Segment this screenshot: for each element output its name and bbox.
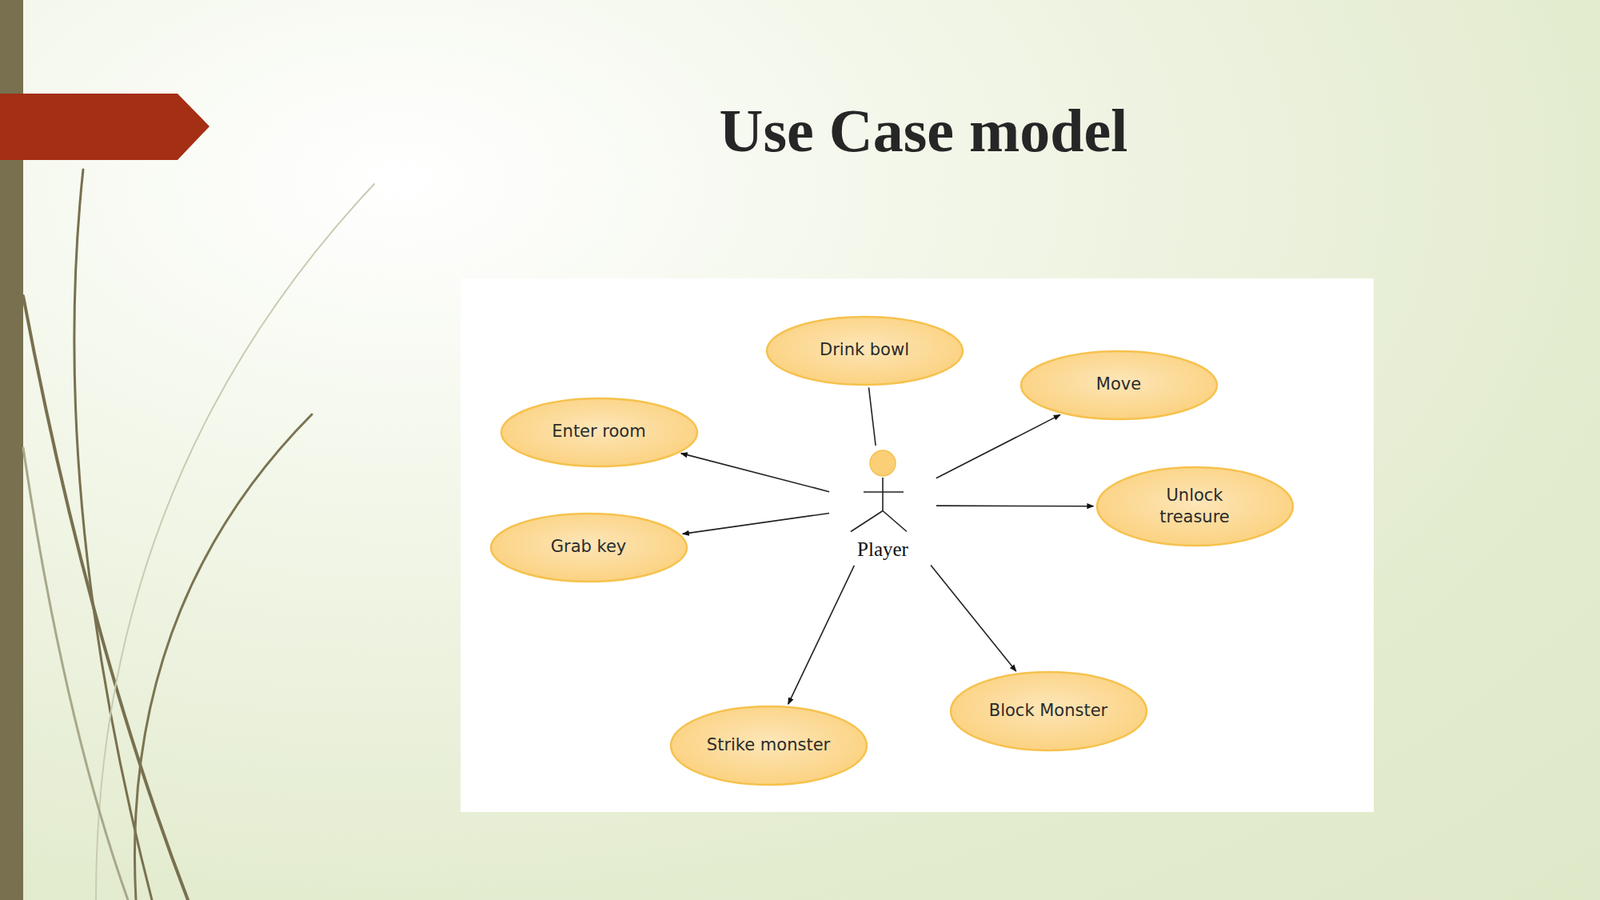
association-line [788,565,855,704]
association-line [930,565,1017,671]
ellipse-shape [490,513,687,582]
actor-arms [863,490,904,493]
use-case-label: Unlock treasure [1133,484,1257,529]
use-case-ellipse: Drink bowl [765,315,965,387]
association-line [936,504,1094,507]
ellipse-shape [950,671,1147,751]
ellipse-shape [670,706,867,785]
use-case-ellipse: Enter room [499,396,699,468]
use-case-label: Strike monster [706,734,830,756]
slide-title: Use Case model [559,94,1288,168]
ellipse-shape [1097,466,1293,546]
use-case-label: Grab key [550,535,627,558]
actor-leg [850,510,883,532]
title-arrow [0,93,210,160]
actor-body [881,477,884,511]
use-case-ellipse: Move [1019,349,1219,421]
use-case-ellipse: Strike monster [669,704,869,787]
association-line [682,512,830,534]
actor-figure: Player [830,446,935,564]
use-case-label: Drink bowl [819,339,910,361]
actor-label: Player [857,536,909,563]
ellipse-shape [766,316,963,385]
use-case-ellipse: Grab key [489,511,689,583]
association-line [869,387,877,446]
use-case-label: Enter room [551,420,646,443]
grass-curves [23,169,375,900]
association-line [936,414,1061,478]
use-case-label: Block Monster [989,699,1108,722]
ellipse-outline [1095,465,1295,547]
use-case-label: Move [1096,373,1142,396]
association-line [681,453,830,492]
actor-head [869,450,896,476]
actor-leg [882,510,907,532]
ellipse-shape [1021,351,1217,419]
use-case-ellipse: Unlock treasure [1095,465,1295,547]
ellipse-shape [501,398,698,467]
use-case-ellipse: Block Monster [949,670,1149,752]
